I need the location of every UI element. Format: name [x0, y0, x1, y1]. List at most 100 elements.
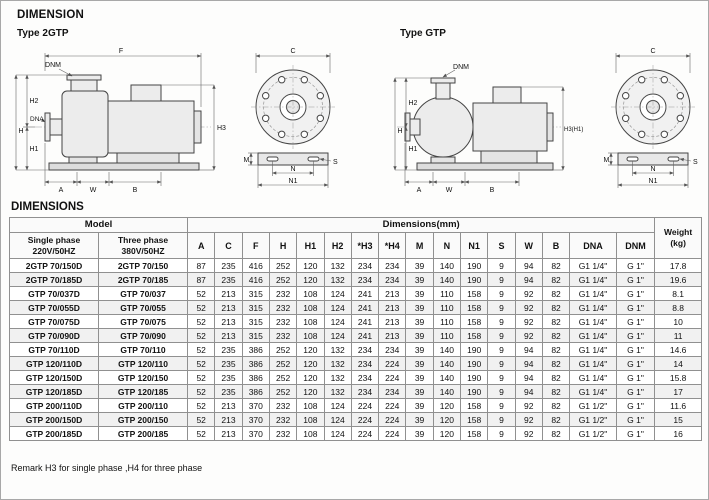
dimension-cell: 82	[541, 384, 571, 399]
dimension-cell: 39	[405, 314, 434, 329]
dimension-cell: 110	[432, 286, 462, 301]
dimension-cell: 241	[350, 314, 380, 329]
dimension-cell: 120	[296, 258, 325, 273]
dimension-cell: 158	[460, 300, 489, 315]
dimension-cell: 252	[268, 370, 298, 385]
dimension-cell: G 1"	[615, 426, 656, 441]
bolt-slot	[667, 156, 680, 162]
dimension-cell: G1 1/4"	[569, 258, 617, 273]
dimension-cell: 82	[541, 426, 571, 441]
dimension-cell: 386	[241, 384, 270, 399]
dimension-cell: 120	[296, 384, 325, 399]
dimension-cell: 190	[460, 272, 489, 287]
dim-column-header: DNM	[615, 232, 656, 259]
dimension-cell: 9	[487, 370, 516, 385]
dimension-cell: 224	[378, 398, 407, 413]
dimension-cell: 241	[350, 328, 380, 343]
dimension-cell: 82	[541, 286, 571, 301]
pump-foot	[68, 156, 98, 164]
dim-label-dnm: DNM	[453, 64, 469, 71]
dimension-cell: G1 1/4"	[569, 342, 617, 357]
dimension-cell: 235	[214, 272, 243, 287]
pump-casing	[61, 90, 109, 158]
dim-label-h: H	[19, 128, 24, 135]
weight-value-cell: 8.8	[654, 300, 702, 315]
flange-outline	[251, 65, 335, 166]
dimension-cell: 140	[432, 258, 462, 273]
dimension-cell: 9	[487, 328, 516, 343]
dimension-cell: G 1"	[615, 272, 656, 287]
dim-label-c: C	[290, 48, 295, 55]
dimension-lines	[248, 53, 332, 188]
dimension-cell: 52	[187, 412, 216, 427]
dim-column-header: C	[214, 232, 243, 259]
dimension-cell: 370	[241, 426, 270, 441]
dimension-cell: 82	[541, 314, 571, 329]
dimension-cell: 120	[296, 370, 325, 385]
dimension-cell: 82	[541, 258, 571, 273]
dimension-cell: 213	[378, 314, 407, 329]
dimension-cell: G 1"	[615, 384, 656, 399]
dimension-cell: 158	[460, 398, 489, 413]
model-single-phase-cell: GTP 200/185D	[8, 426, 100, 441]
model-three-phase-cell: GTP 70/055	[98, 300, 189, 315]
discharge-flange	[66, 74, 102, 81]
dimension-cell: 94	[514, 356, 543, 371]
dimension-cell: 124	[323, 328, 352, 343]
dimension-lines	[608, 53, 692, 188]
dimension-cell: 232	[268, 412, 298, 427]
dimension-cell: 124	[323, 314, 352, 329]
dimension-cell: 315	[241, 286, 270, 301]
dimension-cell: 213	[378, 300, 407, 315]
dimension-cell: 120	[432, 426, 462, 441]
model-three-phase-cell: GTP 200/110	[98, 398, 189, 413]
dimension-cell: G 1"	[615, 342, 656, 357]
base-block	[257, 152, 329, 166]
model-three-phase-cell: GTP 70/075	[98, 314, 189, 329]
dim-column-header: N	[432, 232, 462, 259]
motor-foot	[480, 150, 538, 164]
dimension-cell: 82	[541, 356, 571, 371]
dim-label-dnm: DNM	[45, 62, 61, 69]
type-gtp-label: Type GTP	[400, 28, 446, 39]
dimension-cell: 140	[432, 356, 462, 371]
dimension-cell: 140	[432, 272, 462, 287]
dimension-cell: 108	[296, 314, 325, 329]
dimension-cell: 158	[460, 412, 489, 427]
volute-casing	[412, 96, 474, 158]
discharge-port	[70, 79, 98, 92]
dim-column-header: M	[405, 232, 434, 259]
dimension-cell: G1 1/4"	[569, 272, 617, 287]
dimension-cell: G 1"	[615, 398, 656, 413]
dim-column-header: H2	[323, 232, 352, 259]
dimension-cell: 241	[350, 300, 380, 315]
dimension-cell: 52	[187, 342, 216, 357]
dimension-cell: 234	[378, 342, 407, 357]
dimension-cell: 315	[241, 328, 270, 343]
dimension-cell: 9	[487, 272, 516, 287]
dimension-cell: 132	[323, 370, 352, 385]
dim-label-h2: H2	[409, 100, 418, 107]
dimension-cell: 132	[323, 356, 352, 371]
dimension-cell: 234	[378, 384, 407, 399]
weight-value-cell: 16	[654, 426, 702, 441]
dimension-cell: 234	[350, 370, 380, 385]
pump-2gtp-outline	[35, 74, 211, 171]
dimension-cell: 224	[378, 426, 407, 441]
dimension-cell: 190	[460, 258, 489, 273]
dimension-cell: 132	[323, 384, 352, 399]
weight-value-cell: 10	[654, 314, 702, 329]
dimension-lines	[393, 69, 565, 186]
motor-body	[472, 102, 548, 152]
dimension-cell: 241	[350, 286, 380, 301]
model-single-phase-cell: GTP 200/150D	[8, 412, 100, 427]
dimension-cell: 52	[187, 356, 216, 371]
weight-value-cell: 14.6	[654, 342, 702, 357]
